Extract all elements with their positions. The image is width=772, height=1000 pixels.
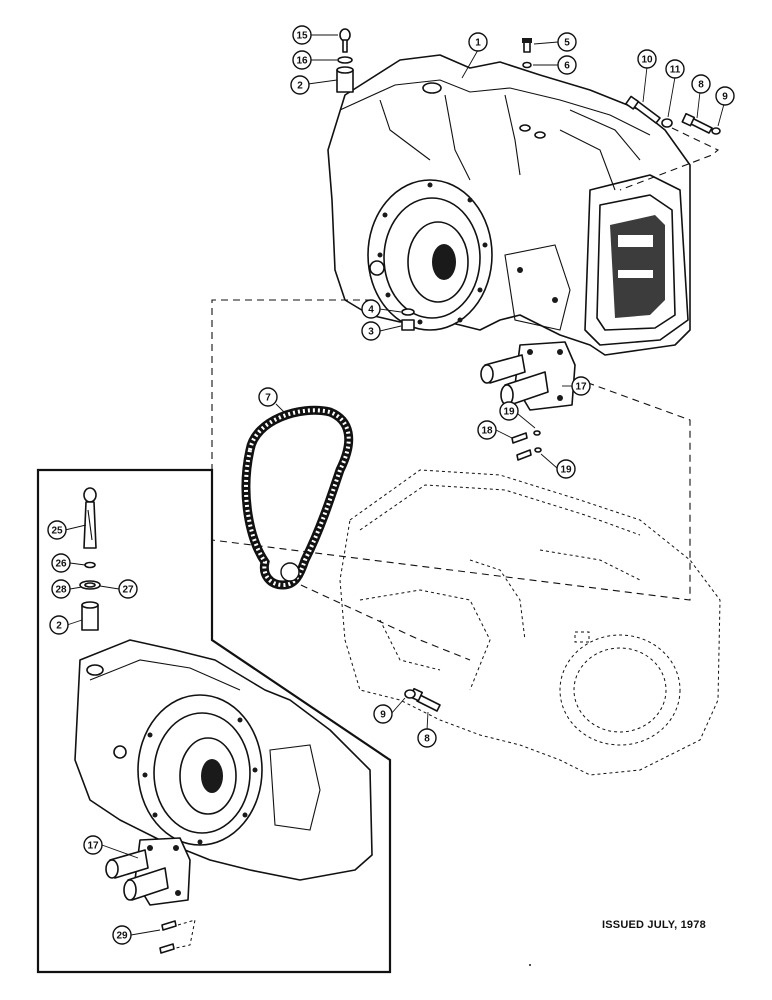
svg-text:27: 27 <box>122 585 134 596</box>
seal-part-28-27 <box>79 580 101 590</box>
transmission-housing <box>327 54 691 356</box>
svg-text:19: 19 <box>560 465 572 476</box>
svg-text:18: 18 <box>481 426 493 437</box>
svg-text:4: 4 <box>368 305 374 316</box>
svg-text:8: 8 <box>698 80 704 91</box>
svg-text:5: 5 <box>564 38 570 49</box>
callout-9-upper: 9 <box>715 86 735 106</box>
washer-part-6 <box>522 61 532 69</box>
callout-1: 1 <box>468 32 488 52</box>
inset-dashed-bolts <box>175 919 196 949</box>
svg-text:11: 11 <box>670 65 681 76</box>
svg-text:26: 26 <box>55 559 67 570</box>
washer-part-11 <box>661 118 673 128</box>
svg-text:29: 29 <box>116 931 128 942</box>
bolts-part-29 <box>159 920 177 954</box>
svg-text:6: 6 <box>564 61 570 72</box>
callout-17-upper: 17 <box>571 376 591 396</box>
plug-part-3 <box>401 319 415 331</box>
callout-19-bottom: 19 <box>556 459 576 479</box>
svg-text:7: 7 <box>265 393 271 404</box>
callout-11: 11 <box>665 59 685 79</box>
callout-26: 26 <box>51 553 71 573</box>
callout-28: 28 <box>51 579 71 599</box>
svg-text:8: 8 <box>424 734 430 745</box>
callout-9-lower: 9 <box>373 704 393 724</box>
svg-text:19: 19 <box>503 407 515 418</box>
gasket-part-7 <box>241 405 354 590</box>
callout-16: 16 <box>292 50 312 70</box>
svg-text:9: 9 <box>722 92 728 103</box>
callout-7: 7 <box>258 387 278 407</box>
inset-alternate-parts-box <box>36 468 392 974</box>
svg-text:2: 2 <box>56 621 62 632</box>
dipstick-part-15 <box>339 28 351 53</box>
svg-text:2: 2 <box>297 81 303 92</box>
oring-part-16 <box>337 56 353 64</box>
bolt-part-10 <box>625 95 661 124</box>
phantom-rear-housing <box>339 469 721 776</box>
bolt-part-8-upper <box>681 112 713 134</box>
callout-2-inset: 2 <box>49 615 69 635</box>
tube-part-2 <box>336 66 354 93</box>
dipstick-part-25 <box>83 487 97 549</box>
assembly-dashed-bolts <box>619 127 720 191</box>
callout-27: 27 <box>118 579 138 599</box>
svg-text:28: 28 <box>55 585 67 596</box>
oring-part-26 <box>84 561 96 569</box>
bolts-part-18 <box>511 432 532 461</box>
callout-2-upper: 2 <box>290 75 310 95</box>
svg-text:9: 9 <box>380 710 386 721</box>
callout-4: 4 <box>361 299 381 319</box>
callout-8-upper: 8 <box>691 74 711 94</box>
tube-part-2-inset <box>81 601 99 631</box>
callout-8-lower: 8 <box>417 728 437 748</box>
callout-29: 29 <box>112 925 132 945</box>
svg-text:25: 25 <box>51 526 63 537</box>
svg-text:3: 3 <box>368 327 374 338</box>
plug-part-5 <box>522 38 532 53</box>
svg-text:17: 17 <box>87 841 99 852</box>
pto-cover-part-17 <box>480 341 576 411</box>
svg-text:1: 1 <box>475 38 481 49</box>
svg-text:15: 15 <box>296 31 308 42</box>
callout-19-top: 19 <box>499 401 519 421</box>
callout-6: 6 <box>557 55 577 75</box>
washer-part-9-upper <box>711 127 721 135</box>
callout-5: 5 <box>557 32 577 52</box>
leader-lines <box>64 34 725 936</box>
callout-15: 15 <box>292 25 312 45</box>
callout-25: 25 <box>47 520 67 540</box>
svg-text:16: 16 <box>296 56 308 67</box>
callout-3: 3 <box>361 321 381 341</box>
washer-part-9-lower <box>404 689 416 699</box>
svg-text:17: 17 <box>575 382 587 393</box>
washer-part-4 <box>401 308 415 316</box>
callout-17-inset: 17 <box>83 835 103 855</box>
washers-part-19 <box>533 430 542 453</box>
callout-18: 18 <box>477 420 497 440</box>
callout-10: 10 <box>637 49 657 69</box>
assembly-dashed-outline <box>211 299 691 601</box>
inset-transmission-housing <box>74 639 373 881</box>
issued-date-label: ISSUED JULY, 1978 <box>602 919 706 931</box>
inset-pto-cover-part-17 <box>105 837 191 906</box>
svg-text:10: 10 <box>641 55 653 66</box>
